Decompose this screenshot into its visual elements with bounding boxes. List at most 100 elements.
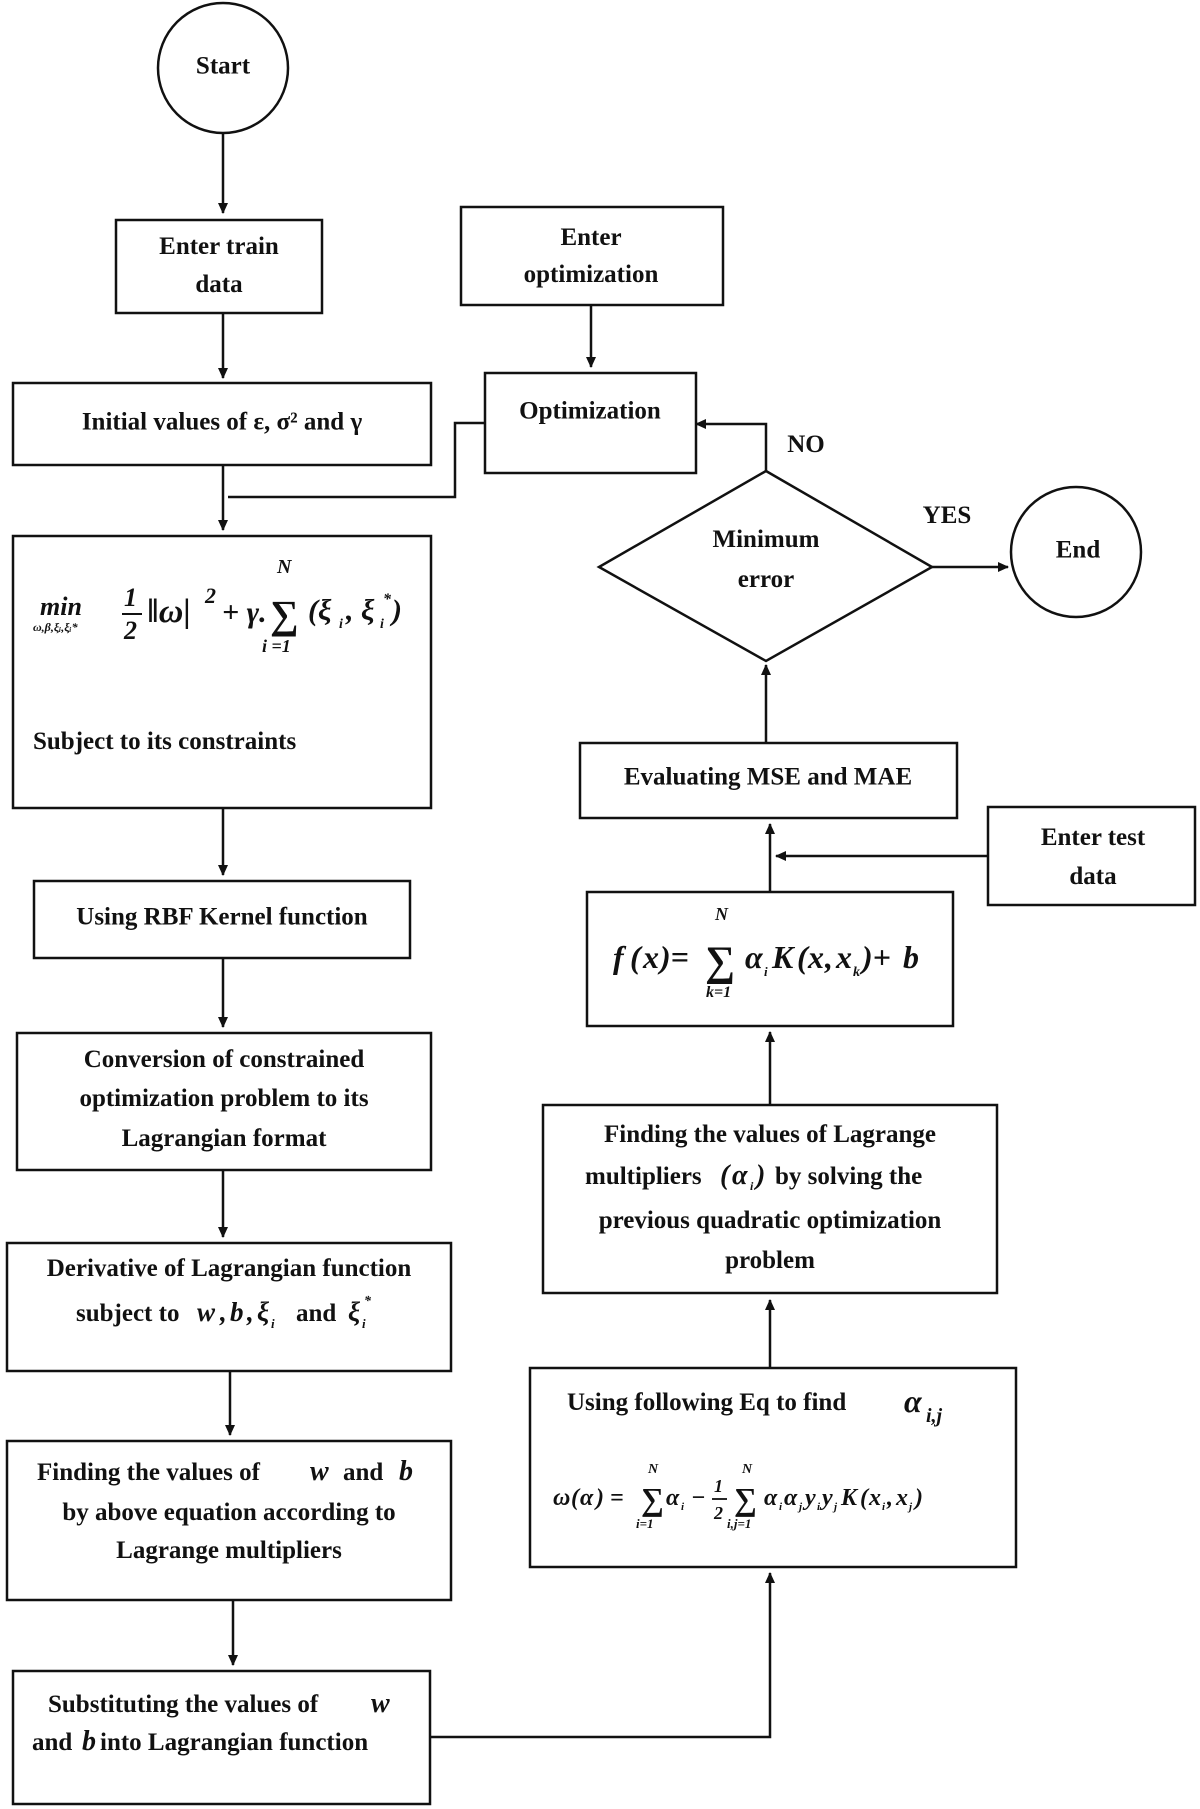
svg-text:i: i [362,1316,366,1331]
svg-text:2: 2 [123,616,137,645]
svg-text:subject to: subject to [76,1300,179,1327]
finding-wb-line-3: Lagrange multipliers [116,1537,342,1564]
svg-text:Substituting the values of: Substituting the values of [48,1691,319,1718]
initial-values-box [11,381,433,467]
svg-text:k: k [853,965,860,980]
svg-text:ω: ω [553,1485,570,1511]
optimization-box [483,371,698,475]
svg-text:): ) [389,594,402,627]
svg-text:i: i [750,1179,754,1193]
svg-text:x: x [868,1485,881,1511]
svg-text:i: i [380,617,384,632]
svg-text:by solving the: by solving the [775,1163,922,1190]
svg-text:): ) [913,1485,923,1511]
svg-text:,: , [824,939,833,975]
enter-optimization-line-1: Enter [560,224,621,251]
enter-test-line-1: Enter test [1041,824,1146,851]
svg-text:α: α [904,1383,923,1419]
svg-text:ξ: ξ [348,1297,360,1327]
objective-formula: min ω,β,ξᵢ,ξᵢ* 1 2 ‖ω| 2 + γ. N ∑ i =1 (… [33,556,402,656]
svg-text:and: and [343,1459,383,1486]
svg-text:y: y [819,1485,833,1511]
svg-text:i,j: i,j [926,1405,943,1427]
svg-text:i: i [339,617,343,632]
finding-multipliers-line-3: previous quadratic optimization [599,1207,942,1234]
svg-text:b: b [903,939,919,975]
svg-text:b: b [230,1297,244,1327]
svg-text:i: i [779,1501,783,1513]
svg-text:N: N [276,556,293,578]
svg-text:x: x [895,1485,908,1511]
svg-text:,: , [219,1297,227,1327]
evaluating-label: Evaluating MSE and MAE [624,764,912,791]
svg-text:j: j [907,1501,913,1513]
objective-subject-label: Subject to its constraints [33,728,296,755]
svg-text:Using following Eq to find: Using following Eq to find [567,1389,846,1416]
svg-text:1: 1 [714,1476,723,1496]
svg-text:y: y [802,1485,816,1511]
rbf-label: Using RBF Kernel function [76,904,368,931]
svg-text:N: N [741,1462,753,1477]
finding-multipliers-line-2: multipliers ( α i ) by solving the [585,1160,922,1193]
decision-line-1: Minimum [713,526,820,553]
finding-wb-line-2: by above equation according to [62,1499,395,1526]
enter-train-box [114,218,324,315]
svg-text:+ γ.: + γ. [222,596,267,629]
fx-box [585,890,955,1028]
svg-text:(: ( [630,939,643,975]
svg-text:,: , [246,1297,254,1327]
svg-text:∑: ∑ [705,939,735,985]
svg-text:2: 2 [204,583,216,608]
svg-text:Finding the values of: Finding the values of [37,1459,261,1486]
svg-text:−: − [691,1485,706,1511]
svg-text:1: 1 [124,583,137,612]
svg-text:N: N [647,1462,659,1477]
no-label: NO [787,431,825,458]
svg-text:i: i [271,1316,275,1331]
finding-multipliers-box [541,1103,999,1295]
substituting-line-1: Substituting the values of w [48,1688,390,1719]
svg-text:f: f [613,939,627,975]
svg-text:j: j [832,1501,838,1513]
svg-text:(: ( [797,939,810,975]
svg-text:i=1: i=1 [636,1516,654,1531]
finding-multipliers-line-1: Finding the values of Lagrange [604,1121,936,1148]
start-label: Start [196,53,251,80]
svg-text:i =1: i =1 [262,636,291,656]
svg-text:‖ω|: ‖ω| [147,593,191,630]
enter-train-line-2: data [195,271,243,298]
svg-text:and: and [296,1300,336,1327]
conversion-line-2: optimization problem to its [79,1085,368,1112]
svg-text:) =: ) = [594,1485,624,1511]
svg-text:α: α [666,1485,680,1511]
objective-min-subscript: ω,β,ξᵢ,ξᵢ* [33,620,79,634]
enter-optimization-box [459,205,725,307]
svg-text:N: N [714,904,729,924]
end-label: End [1056,537,1101,564]
svg-text:α: α [745,939,764,975]
svg-text:∑: ∑ [734,1481,757,1517]
svg-text:α: α [784,1485,798,1511]
arrow-substituting-to-usingeq [430,1572,775,1739]
initial-values-label: Initial values of ε, σ² and γ [82,409,363,436]
svg-text:2: 2 [713,1503,723,1523]
substituting-box [11,1669,432,1806]
svg-text:(ξ: (ξ [308,594,332,627]
svg-text:*: * [383,591,392,608]
arrow-decision-no-to-optimization [695,419,768,471]
svg-text:k=1: k=1 [706,984,731,1001]
svg-text:i: i [681,1501,685,1513]
svg-text:(: ( [571,1485,581,1511]
svg-text:α: α [580,1485,594,1511]
svg-text:x: x [835,939,852,975]
enter-test-box [986,805,1197,907]
enter-test-line-2: data [1069,863,1117,890]
optimization-label: Optimization [519,398,661,425]
svg-text:i,j=1: i,j=1 [727,1516,751,1531]
svg-text:w: w [197,1297,216,1327]
svg-text:and: and [32,1729,72,1756]
using-following-title: Using following Eq to find α i,j [567,1383,943,1427]
svg-text:)=: )= [657,939,689,975]
end-terminal [1009,485,1143,619]
